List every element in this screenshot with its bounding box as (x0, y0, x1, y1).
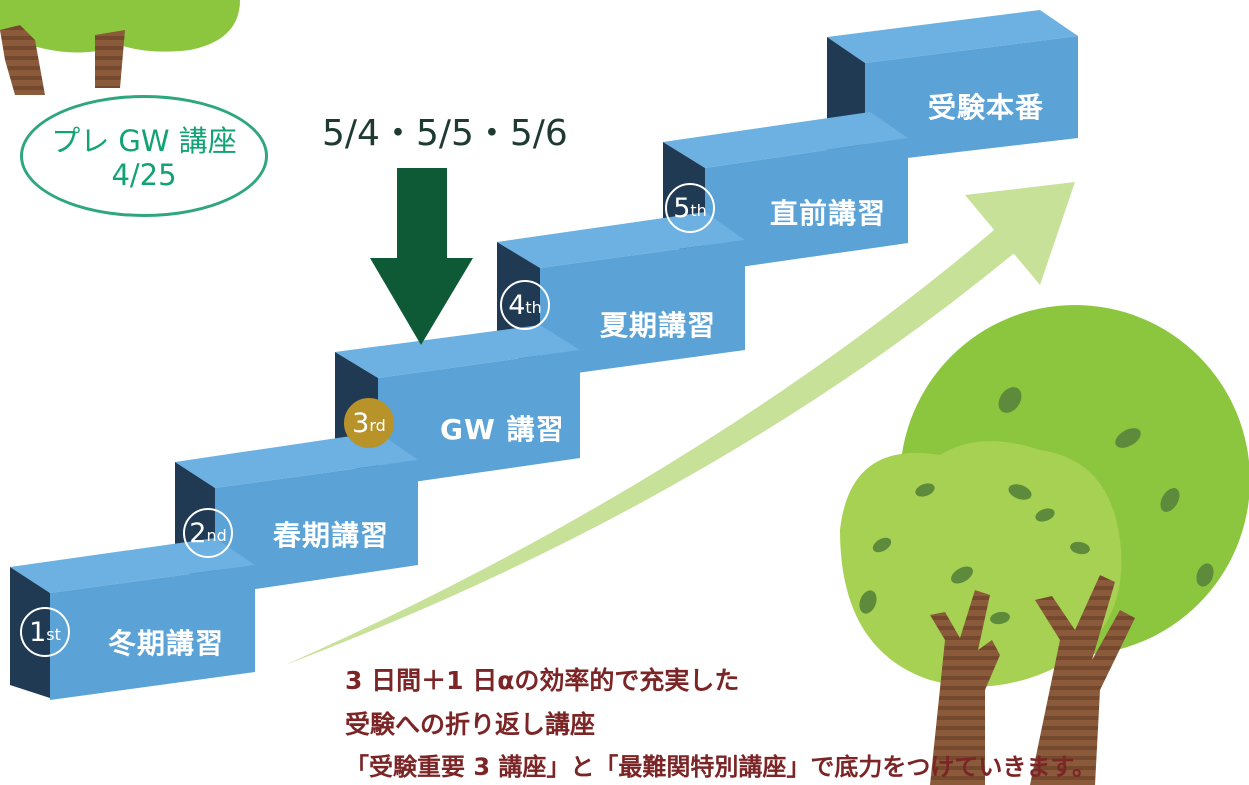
staircase (10, 10, 1078, 700)
step-badge-suffix: nd (206, 526, 227, 545)
step-badge-number: 1 (29, 616, 47, 648)
right-trees (840, 305, 1249, 785)
description-line-1: 3 日間＋1 日αの効率的で充実した (345, 666, 740, 695)
stair-label-5: 直前講習 (770, 197, 887, 230)
step-badge-number: 5 (673, 192, 691, 224)
step-badge-suffix: th (525, 298, 542, 317)
stair-label-4: 夏期講習 (600, 309, 717, 342)
gw-dates: 5/4・5/5・5/6 (322, 113, 568, 154)
stair-label-3: GW 講習 (440, 413, 565, 446)
step-badge-number: 3 (352, 407, 370, 439)
description-line-2: 受験への折り返し講座 (345, 710, 596, 739)
pre-gw-title: プレ GW 講座 (51, 124, 237, 158)
stair-step-3 (335, 325, 580, 487)
pre-gw-date: 4/25 (111, 158, 177, 192)
growth-arrow (285, 182, 1075, 665)
stair-label-1: 冬期講習 (108, 627, 225, 660)
down-arrow (370, 168, 473, 345)
stair-label-2: 春期講習 (273, 519, 390, 552)
step-badge-suffix: st (46, 625, 61, 644)
stair-label-6: 受験本番 (928, 91, 1045, 124)
step-badge-number: 2 (189, 517, 207, 549)
pre-gw-bubble: プレ GW 講座 4/25 (20, 95, 268, 217)
top-left-tree (0, 0, 240, 95)
step-badge-suffix: th (690, 201, 707, 220)
description-line-3: 「受験重要 3 講座」と「最難関特別講座」で底力をつけていきます。 (345, 753, 1097, 781)
step-badge-suffix: rd (369, 416, 386, 435)
step-badge-number: 4 (508, 289, 526, 321)
